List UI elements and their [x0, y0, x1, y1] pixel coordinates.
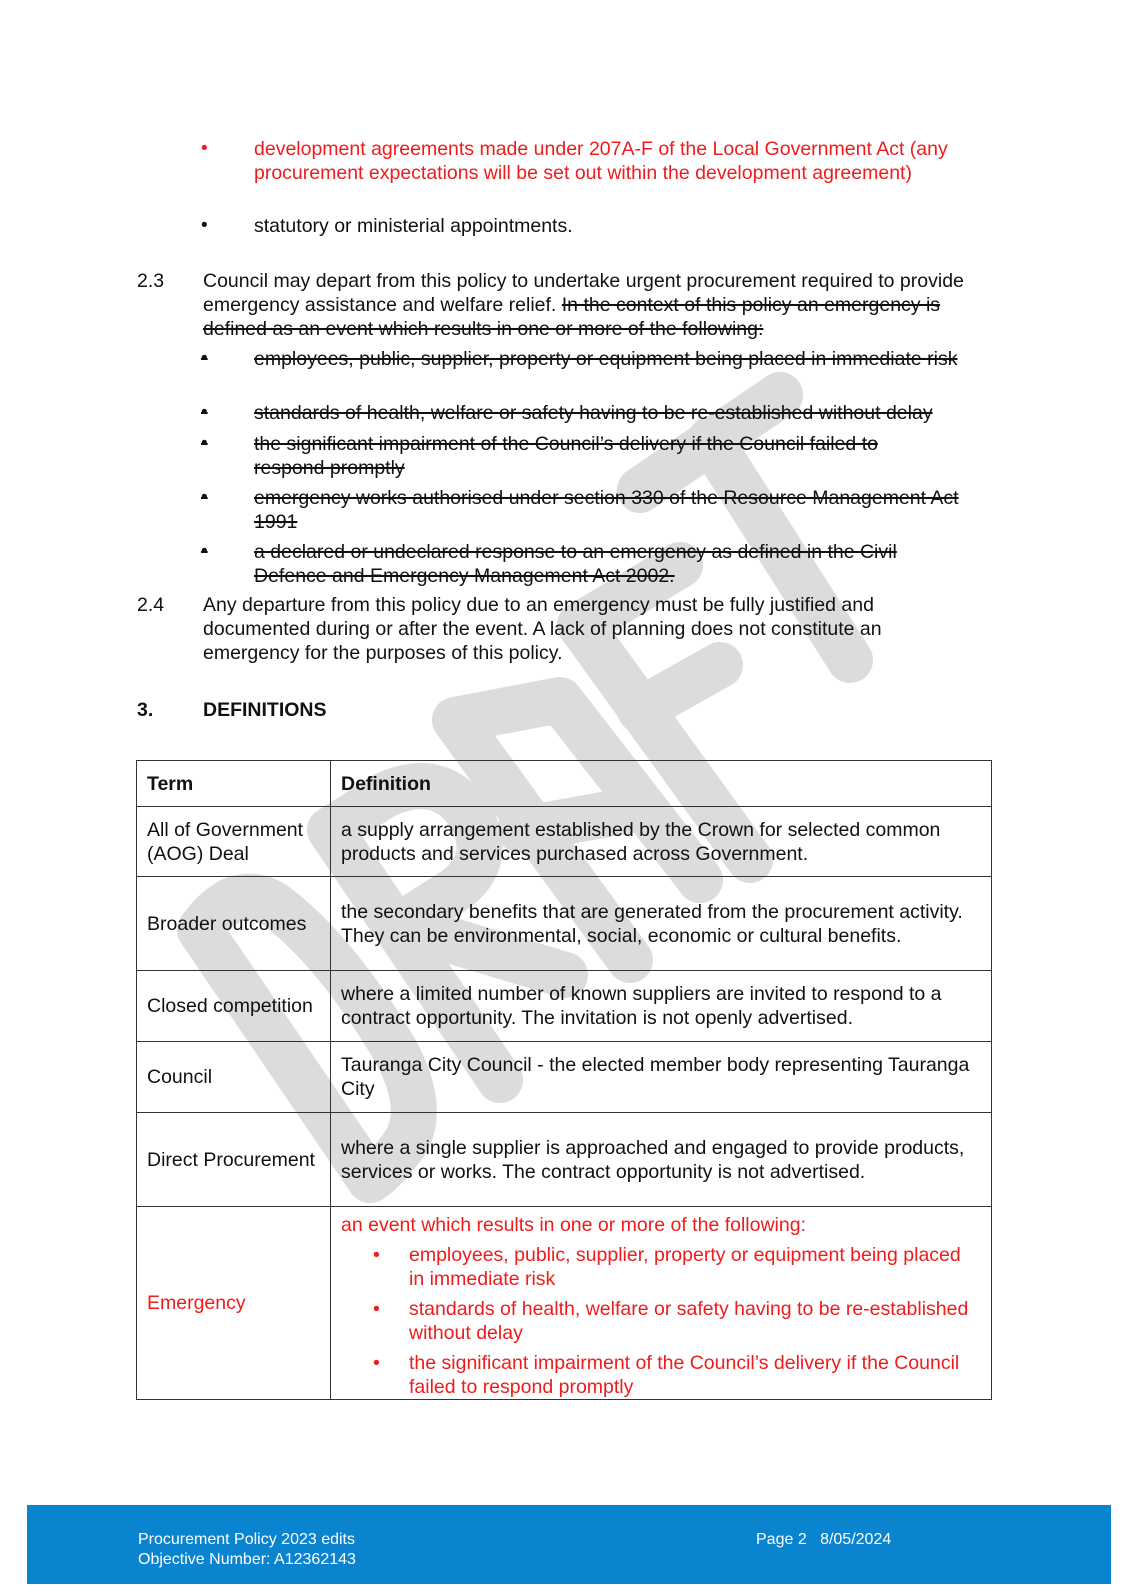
column-header-term: Term: [136, 760, 331, 807]
deleted-text: In the context of this policy an emergen…: [203, 294, 941, 340]
table-row: Council Tauranga City Council - the elec…: [136, 1041, 992, 1113]
definition-cell: an event which results in one or more of…: [330, 1206, 992, 1400]
term-cell: Closed competition: [136, 970, 331, 1042]
term-cell: Direct Procurement: [136, 1112, 331, 1207]
deleted-list-item: emergency works authorised under section…: [254, 487, 959, 533]
definition-cell: the secondary benefits that are generate…: [330, 876, 992, 971]
definitions-table: Term Definition All of Government (AOG) …: [136, 760, 992, 1400]
list-item: • standards of health, welfare or safety …: [341, 1297, 981, 1345]
definition-cell: where a limited number of known supplier…: [330, 970, 992, 1042]
term-cell: All of Government (AOG) Deal: [136, 806, 331, 877]
objective-number: Objective Number: A12362143: [138, 1551, 356, 1568]
deleted-list-item: a declared or undeclared response to an …: [254, 541, 897, 587]
section-number: 2.4: [137, 594, 165, 616]
table-row: All of Government (AOG) Deal a supply ar…: [136, 806, 992, 877]
definition-cell: a supply arrangement established by the …: [330, 806, 992, 877]
definition-cell: Tauranga City Council - the elected memb…: [330, 1041, 992, 1113]
deleted-list-item: the significant impairment of the Counci…: [254, 433, 878, 479]
emergency-intro: an event which results in one or more of…: [341, 1214, 807, 1236]
list-item-text: standards of health, welfare or safety h…: [409, 1298, 969, 1344]
bullet-marker: •: [201, 215, 208, 236]
definition-cell: where a single supplier is approached an…: [330, 1112, 992, 1207]
bullet-marker: •: [201, 433, 208, 454]
footer-right: Page 2 8/05/2024: [756, 1530, 891, 1550]
deleted-list-item: standards of health, welfare or safety h…: [254, 402, 933, 424]
bullet-marker: •: [373, 1352, 380, 1374]
document-title: Procurement Policy 2023 edits: [138, 1531, 355, 1548]
footer-date: 8/05/2024: [820, 1531, 892, 1548]
page-number: Page 2: [756, 1531, 807, 1548]
footer-left: Procurement Policy 2023 edits Objective …: [138, 1530, 356, 1570]
deleted-list-item: employees, public, supplier, property or…: [254, 348, 958, 370]
term-cell: Council: [136, 1041, 331, 1113]
section-heading: DEFINITIONS: [203, 699, 327, 721]
section-number: 3.: [137, 699, 154, 721]
page-footer: Procurement Policy 2023 edits Objective …: [27, 1505, 1111, 1584]
table-row-emergency: Emergency an event which results in one …: [136, 1206, 992, 1400]
list-item: • the significant impairment of the Counc…: [341, 1351, 981, 1399]
term-cell: Broader outcomes: [136, 876, 331, 971]
list-item: development agreements made under 207A-F…: [254, 138, 948, 184]
section-number: 2.3: [137, 270, 165, 292]
table-header-row: Term Definition: [136, 760, 992, 807]
bullet-marker: •: [373, 1244, 380, 1266]
term-cell: Emergency: [136, 1206, 331, 1400]
list-item-text: employees, public, supplier, property or…: [409, 1244, 961, 1290]
list-item: statutory or ministerial appointments.: [254, 215, 573, 237]
paragraph-text: Council may depart from this policy to u…: [203, 270, 964, 316]
emergency-criteria-list: • employees, public, supplier, property o…: [341, 1243, 981, 1399]
table-row: Closed competition where a limited numbe…: [136, 970, 992, 1042]
list-item-text: the significant impairment of the Counci…: [409, 1352, 960, 1398]
bullet-marker: •: [201, 541, 208, 562]
bullet-marker: •: [201, 348, 208, 369]
table-row: Direct Procurement where a single suppli…: [136, 1112, 992, 1207]
section-2-4-text: Any departure from this policy due to an…: [203, 594, 882, 664]
table-row: Broader outcomes the secondary benefits …: [136, 876, 992, 971]
bullet-marker: •: [201, 487, 208, 508]
column-header-definition: Definition: [330, 760, 992, 807]
list-item: • employees, public, supplier, property o…: [341, 1243, 981, 1291]
bullet-marker: •: [373, 1298, 380, 1320]
bullet-marker: •: [201, 402, 208, 423]
section-2-3-text: Council may depart from this policy to u…: [203, 269, 983, 341]
bullet-marker: •: [201, 138, 208, 159]
